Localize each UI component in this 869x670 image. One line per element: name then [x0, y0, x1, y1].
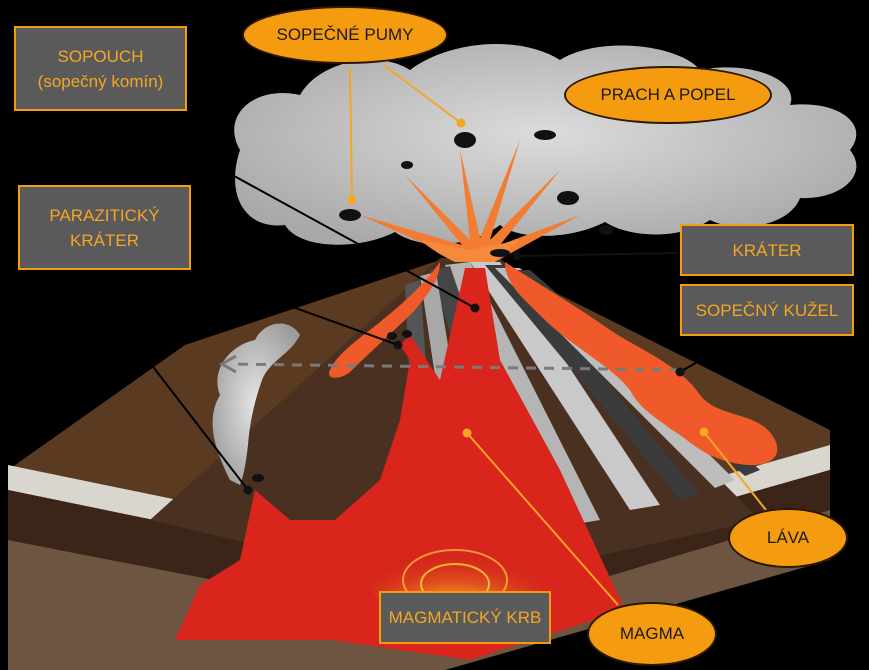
label-sopecne-pumy-text: SOPEČNÉ PUMY — [276, 25, 414, 44]
label-sopecne-pumy: SOPEČNÉ PUMY — [242, 6, 448, 64]
label-sopouch-line2: (sopečný komín) — [37, 71, 164, 91]
dashed-slope-line — [229, 362, 681, 372]
label-lava-text: LÁVA — [766, 528, 810, 547]
label-lava: LÁVA — [728, 508, 848, 568]
ash-cloud — [234, 43, 857, 245]
label-magma-text: MAGMA — [619, 624, 685, 643]
label-krater: KRÁTER — [680, 224, 854, 276]
label-prach-a-popel: PRACH A POPEL — [564, 66, 772, 124]
label-parazitickey-krater-line1: PARAZITICKÝ — [49, 205, 160, 225]
parasitic-smoke — [212, 323, 300, 485]
label-sopecny-kuzel: SOPEČNÝ KUŽEL — [680, 284, 854, 336]
label-sopecny-kuzel-text: SOPEČNÝ KUŽEL — [695, 300, 839, 320]
leader-lines — [79, 65, 767, 606]
label-sopouch: SOPOUCH (sopečný komín) — [14, 26, 187, 111]
label-magmaticky-krb: MAGMATICKÝ KRB — [379, 591, 551, 644]
label-parazitickey-krater-line2: KRÁTER — [70, 230, 139, 250]
label-prach-a-popel-text: PRACH A POPEL — [600, 85, 736, 104]
volcanic-bombs — [252, 130, 613, 482]
label-magmaticky-krb-text: MAGMATICKÝ KRB — [388, 608, 542, 627]
eruption-fountain — [360, 140, 580, 262]
label-krater-text: KRÁTER — [732, 240, 802, 260]
lava-flow — [329, 262, 778, 466]
label-sopouch-line1: SOPOUCH — [57, 46, 144, 66]
label-magma: MAGMA — [587, 602, 717, 666]
marker-dots — [243, 118, 709, 495]
label-parazitickey-krater: PARAZITICKÝ KRÁTER — [18, 185, 191, 270]
